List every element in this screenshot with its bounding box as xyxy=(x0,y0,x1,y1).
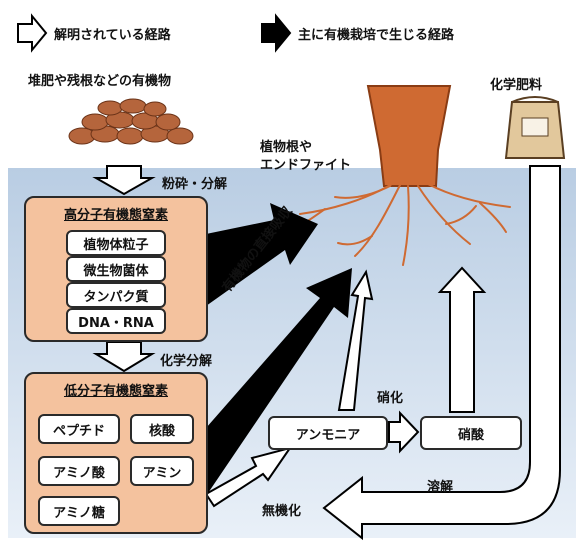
low-polymer-item: ペプチド xyxy=(38,414,120,444)
chem-decomp-arrow xyxy=(92,341,156,373)
ammonia-uptake-arrow xyxy=(337,269,374,411)
low-polymer-item: アミノ糖 xyxy=(38,496,120,526)
ammonia-box: アンモニア xyxy=(268,416,388,450)
roots-label-line1: 植物根や xyxy=(260,140,313,155)
fine-roots-icon xyxy=(291,183,511,266)
crush-arrow xyxy=(92,165,156,196)
high-polymer-item: 植物体粒子 xyxy=(66,230,166,256)
chem-decomp-label: 化学分解 xyxy=(160,354,213,369)
high-polymer-item: タンパク質 xyxy=(66,282,166,308)
nitrate-uptake-arrow xyxy=(437,266,487,413)
nitrification-label: 硝化 xyxy=(377,391,404,406)
low-polymer-panel: 低分子有機態窒素 ペプチド 核酸 アミノ酸 アミン アミノ糖 xyxy=(24,372,208,534)
mineralization-arrow xyxy=(204,446,293,508)
nitrate-box: 硝酸 xyxy=(420,416,522,450)
fertilizer-label: 化学肥料 xyxy=(490,78,543,93)
crush-label: 粉砕・分解 xyxy=(162,177,228,192)
dissolution-label: 溶解 xyxy=(427,480,454,495)
mineralization-label: 無機化 xyxy=(262,504,302,519)
legend-solid-arrow-icon xyxy=(261,13,292,53)
legend-elucidated-label: 解明されている経路 xyxy=(54,28,171,43)
legend-outline-arrow-icon xyxy=(17,13,48,53)
organic-matter-pile-icon xyxy=(68,98,194,145)
nitrification-arrow xyxy=(388,410,420,454)
high-polymer-item: DNA・RNA xyxy=(66,308,166,334)
roots-label-line2: エンドファイト xyxy=(260,158,352,173)
high-polymer-panel: 高分子有機態窒素 植物体粒子 微生物菌体 タンパク質 DNA・RNA xyxy=(24,196,208,342)
fertilizer-bag-icon xyxy=(504,96,566,159)
low-polymer-item: 核酸 xyxy=(130,414,194,444)
high-polymer-title: 高分子有機態窒素 xyxy=(63,208,168,223)
low-polymer-title: 低分子有機態窒素 xyxy=(63,384,168,399)
high-polymer-item: 微生物菌体 xyxy=(66,256,166,282)
direct-uptake-arrow-low xyxy=(206,268,352,496)
low-polymer-item: アミン xyxy=(130,456,194,486)
plant-root-trunk-icon xyxy=(366,85,452,187)
dissolution-arrow xyxy=(322,165,561,541)
organic-matter-label: 堆肥や残根などの有機物 xyxy=(28,74,172,89)
low-polymer-item: アミノ酸 xyxy=(38,456,120,486)
direct-uptake-arrow-high xyxy=(206,203,318,306)
legend-main-label: 主に有機栽培で生じる経路 xyxy=(298,28,455,43)
